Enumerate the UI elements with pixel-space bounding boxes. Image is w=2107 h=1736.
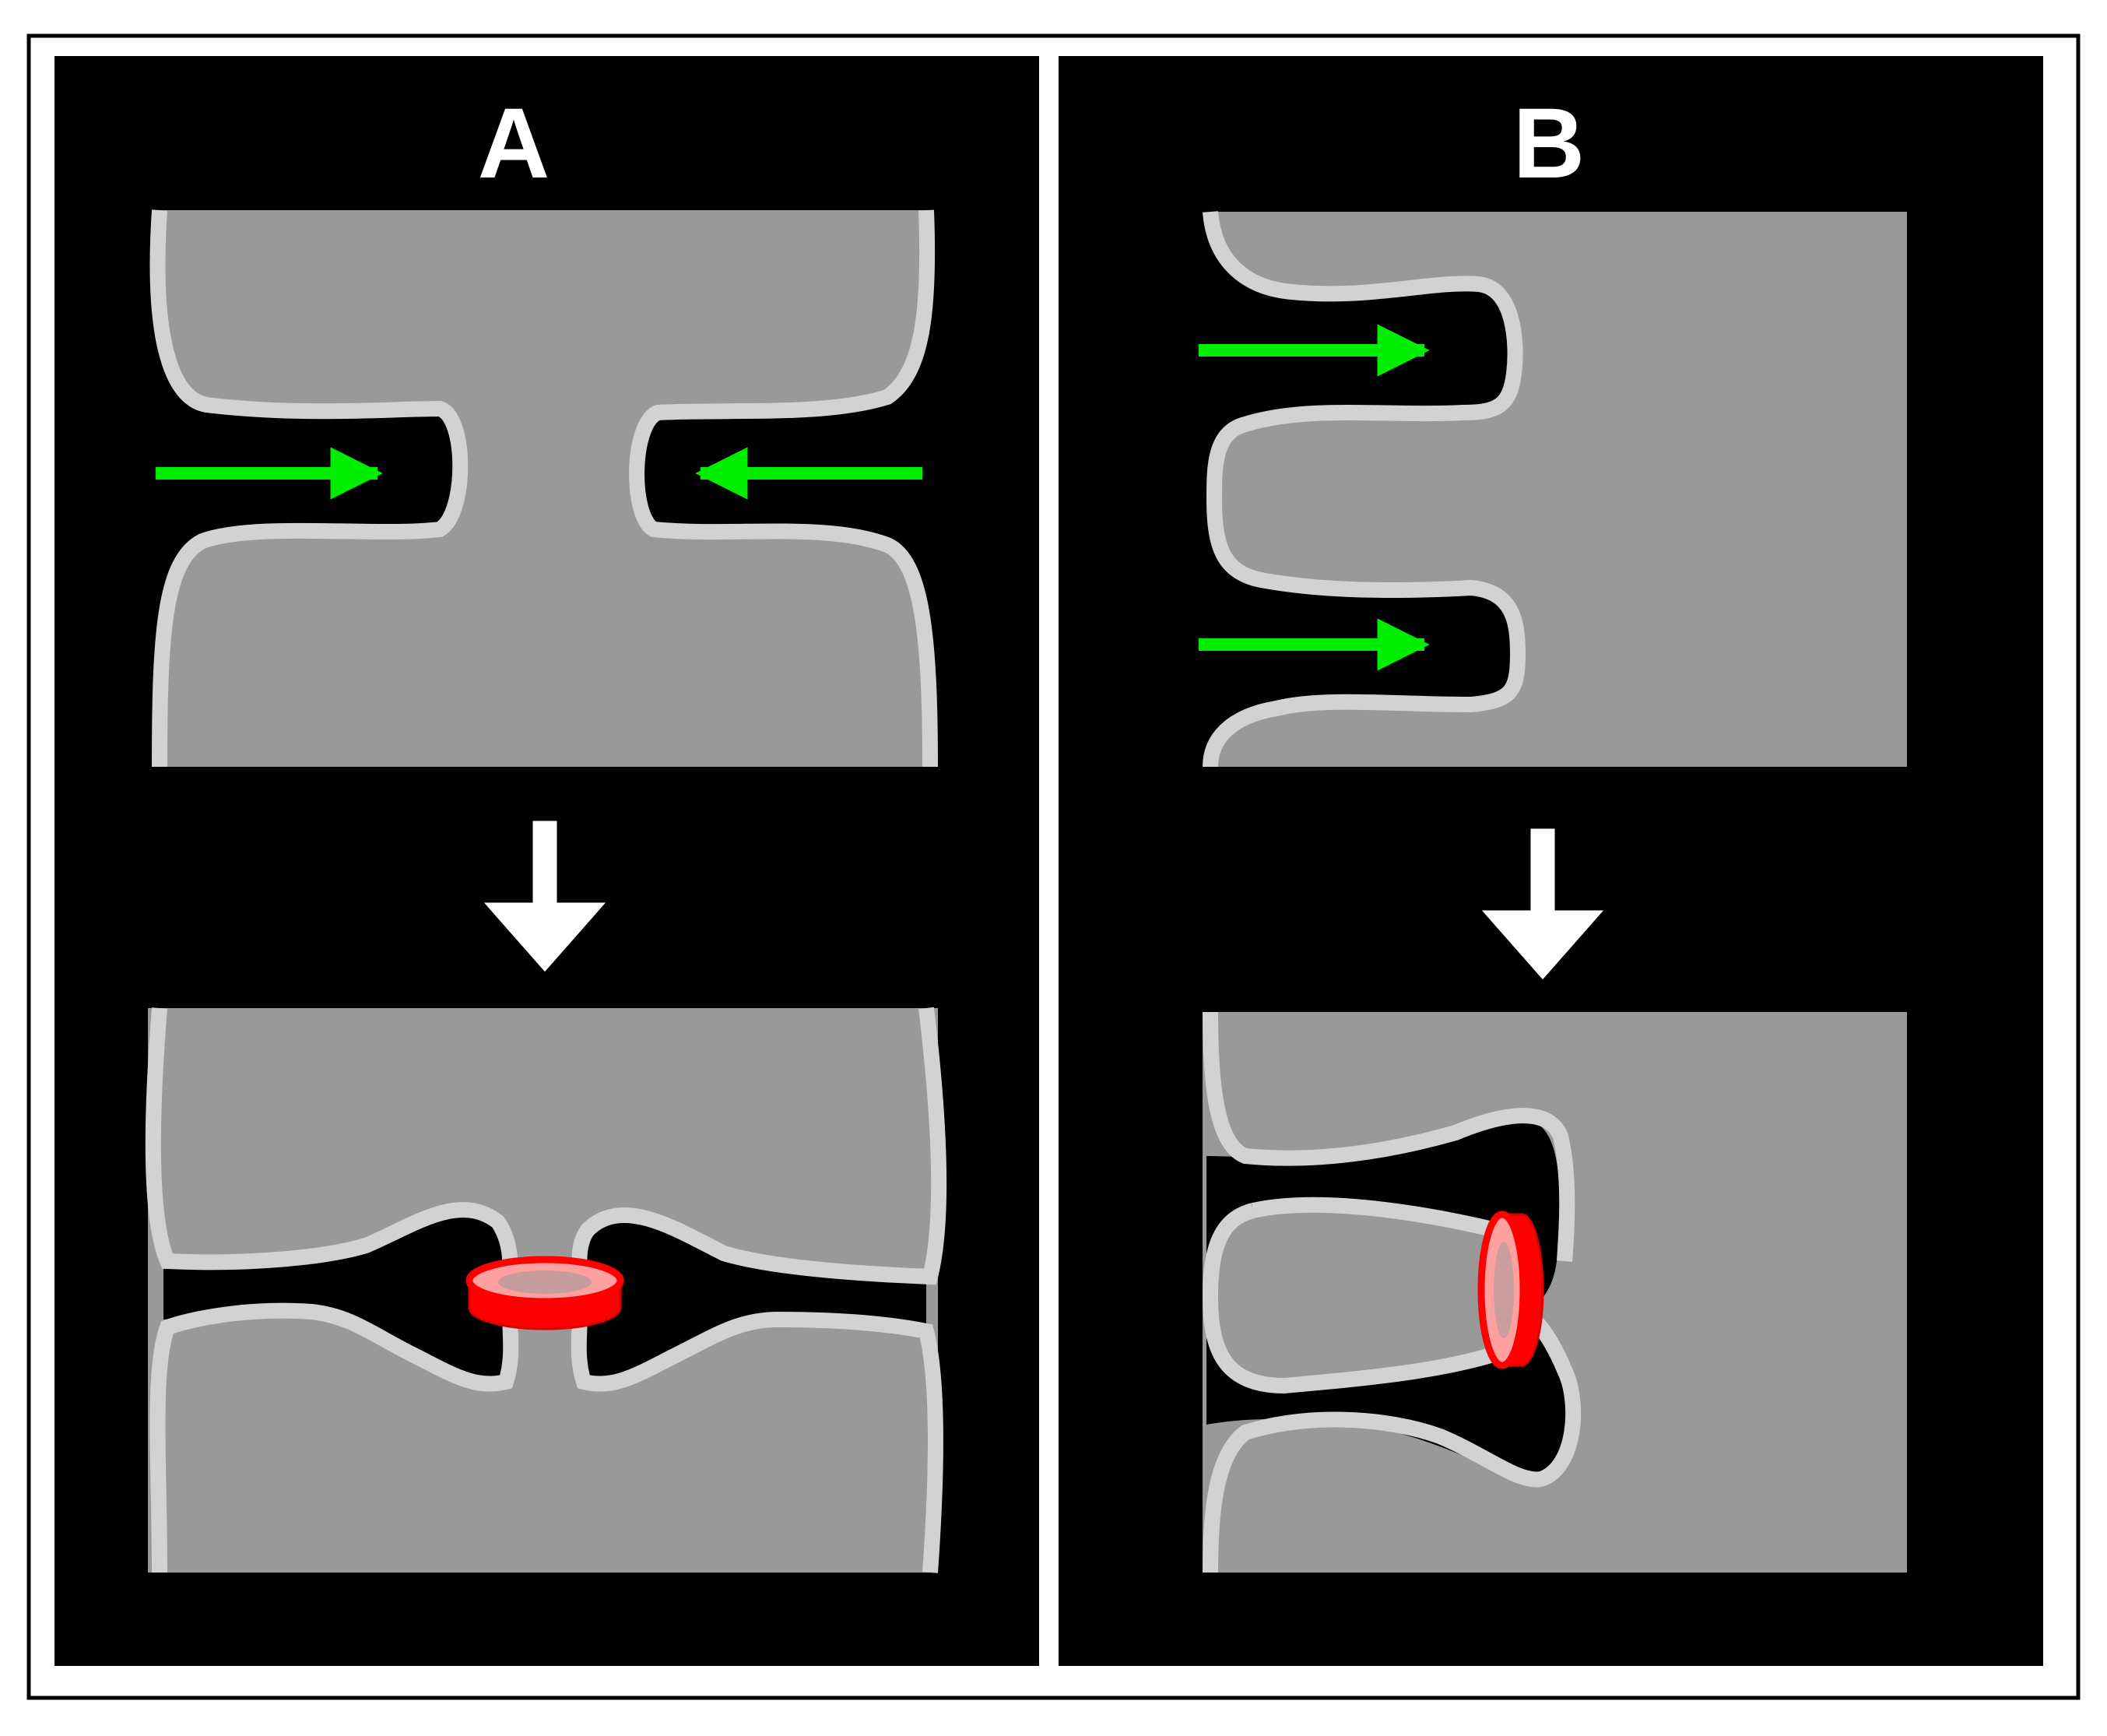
- panel-a-label: A: [478, 88, 550, 199]
- panel-b-middle-lobe: [1210, 1204, 1540, 1386]
- panel-b-upper-membrane: [1203, 1011, 1575, 1262]
- panel-a-pinch-gap: [163, 1210, 508, 1384]
- panel-b-red-ring-icon: [1477, 1211, 1544, 1369]
- panel-b-lower-membrane: [1203, 1317, 1582, 1573]
- panel-a-transition-arrow-icon: [469, 814, 621, 982]
- panel-a-top-membrane-left: [149, 209, 469, 768]
- panel-a-red-ring-icon: [465, 1256, 624, 1330]
- panel-a-top-cell-body: [157, 210, 930, 767]
- panel-a-cell-after: [145, 1007, 947, 1573]
- panel-a-top-membrane-right: [629, 209, 938, 768]
- panel-b-label: B: [1513, 88, 1585, 199]
- panel-b: B: [1059, 56, 2043, 1666]
- panel-a-bottom-membrane-upper: [145, 1007, 947, 1293]
- panel-a-pinch-gap-right: [578, 1214, 926, 1384]
- panel-b-top-membrane: [1203, 210, 1526, 768]
- panel-a-cell-before: [149, 209, 938, 768]
- panel-b-top-cell-body: [1210, 212, 1907, 767]
- panel-a: A: [54, 56, 1039, 1666]
- panel-a-bottom-membrane-lower: [149, 1302, 943, 1573]
- panel-b-transition-arrow-icon: [1466, 821, 1619, 990]
- panel-b-cell-before: [1199, 210, 1907, 768]
- panel-b-cell-after: [1202, 1011, 1907, 1573]
